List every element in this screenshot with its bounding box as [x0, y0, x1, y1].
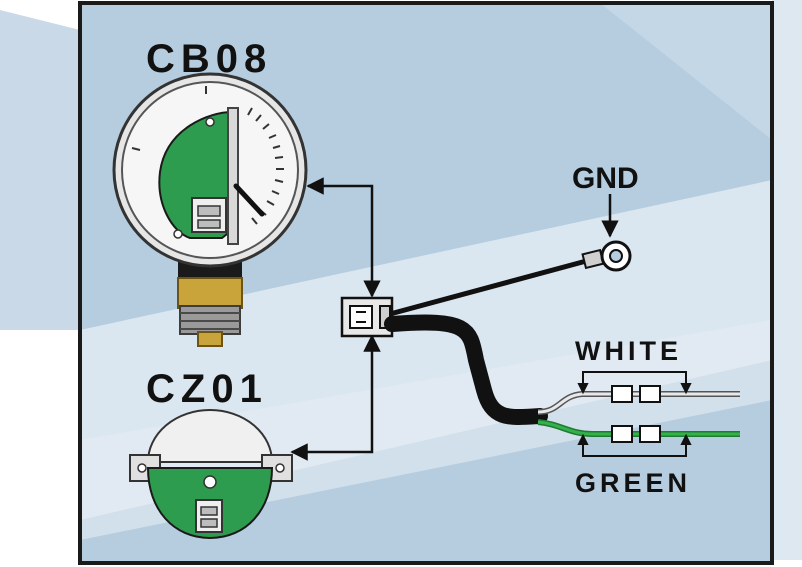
gauge-plate [227, 107, 239, 245]
gnd-ring-terminal [581, 240, 632, 272]
connector-arrows [290, 177, 381, 461]
gauge-nut [178, 262, 242, 280]
cz01-sensor [129, 409, 293, 540]
connector-plug [340, 296, 394, 338]
arrow-sensor-link [290, 334, 381, 461]
green-wire-label: GREEN [575, 468, 691, 498]
gnd-wire [389, 257, 591, 317]
gnd-label: GND [572, 162, 639, 195]
white-wire-label: WHITE [575, 336, 682, 366]
green-wire-core [537, 420, 740, 436]
cb08-gauge [112, 72, 308, 347]
white-wire-core [537, 392, 740, 414]
gauge-label: CB08 [146, 37, 272, 81]
gauge-brass-stem [177, 277, 243, 309]
signal-cable [384, 314, 548, 425]
arrow-gauge-link [306, 177, 381, 298]
wire-dimension-brackets [577, 371, 692, 457]
gauge-tip [197, 331, 223, 347]
white-wire-splices [611, 385, 661, 403]
green-wire-splices [611, 425, 661, 443]
panel-frame [78, 1, 774, 565]
gauge-needle [233, 183, 265, 217]
sensor-label: CZ01 [146, 367, 268, 411]
sensor-dome [146, 409, 274, 463]
